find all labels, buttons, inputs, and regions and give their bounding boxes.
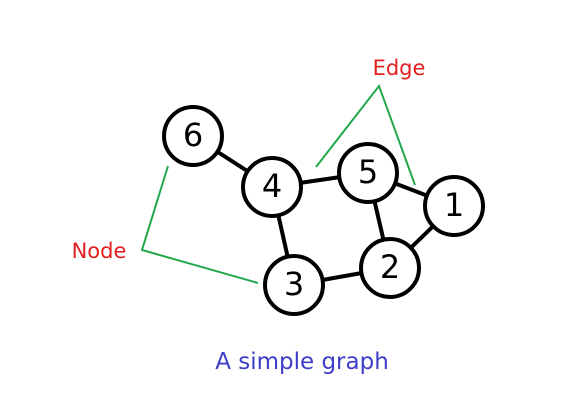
node-4: 4	[241, 156, 303, 218]
node-5-circle	[337, 142, 399, 204]
node-5-label: 5	[358, 153, 378, 191]
node-4-circle	[241, 156, 303, 218]
edge-pointer-line	[315, 83, 416, 186]
node-3-label: 3	[284, 265, 304, 303]
node-6-label: 6	[183, 116, 203, 154]
node-annotation: Node	[72, 239, 127, 263]
node-3-circle	[263, 254, 325, 316]
node-2-label: 2	[380, 248, 400, 286]
nodes-layer: 1 2 3 4 5 6	[162, 105, 485, 316]
node-5: 5	[337, 142, 399, 204]
edge-annotation: Edge	[373, 56, 426, 80]
node-6-circle	[162, 105, 224, 167]
node-1-label: 1	[444, 186, 464, 224]
node-6: 6	[162, 105, 224, 167]
node-4-label: 4	[262, 167, 282, 205]
annotation-pointers	[140, 83, 416, 284]
node-2: 2	[359, 237, 421, 299]
node-pointer-line	[140, 165, 259, 284]
node-1: 1	[423, 175, 485, 237]
node-1-circle	[423, 175, 485, 237]
diagram-caption: A simple graph	[215, 349, 389, 375]
node-3: 3	[263, 254, 325, 316]
node-2-circle	[359, 237, 421, 299]
